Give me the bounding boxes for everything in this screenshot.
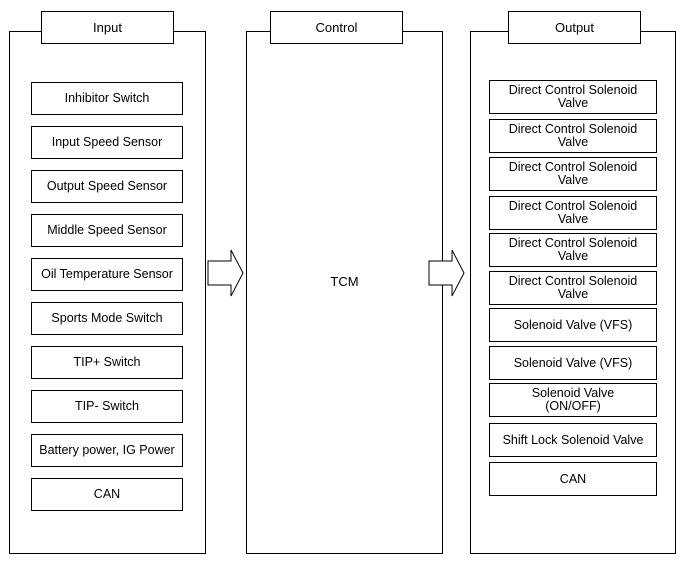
output-item: Solenoid Valve (VFS) [489, 308, 657, 342]
input-item: Battery power, IG Power [31, 434, 183, 467]
control-panel [246, 31, 443, 554]
input-item: TIP+ Switch [31, 346, 183, 379]
control-header: Control [270, 11, 403, 44]
output-header: Output [508, 11, 641, 44]
output-item: Direct Control Solenoid Valve [489, 80, 657, 114]
input-item: TIP- Switch [31, 390, 183, 423]
arrow-right-icon [428, 249, 465, 297]
tcm-label: TCM [330, 274, 359, 289]
output-item: Direct Control Solenoid Valve [489, 233, 657, 267]
arrow-right-icon [207, 249, 244, 297]
output-item: Direct Control Solenoid Valve [489, 196, 657, 230]
output-item: CAN [489, 462, 657, 496]
output-item: Direct Control Solenoid Valve [489, 119, 657, 153]
input-item: CAN [31, 478, 183, 511]
input-header: Input [41, 11, 174, 44]
output-item: Shift Lock Solenoid Valve [489, 423, 657, 457]
output-item: Solenoid Valve (ON/OFF) [489, 383, 657, 417]
input-item: Input Speed Sensor [31, 126, 183, 159]
input-item: Output Speed Sensor [31, 170, 183, 203]
input-item: Oil Temperature Sensor [31, 258, 183, 291]
input-item: Sports Mode Switch [31, 302, 183, 335]
output-item: Direct Control Solenoid Valve [489, 157, 657, 191]
input-item: Inhibitor Switch [31, 82, 183, 115]
input-item: Middle Speed Sensor [31, 214, 183, 247]
output-item: Direct Control Solenoid Valve [489, 271, 657, 305]
output-item: Solenoid Valve (VFS) [489, 346, 657, 380]
